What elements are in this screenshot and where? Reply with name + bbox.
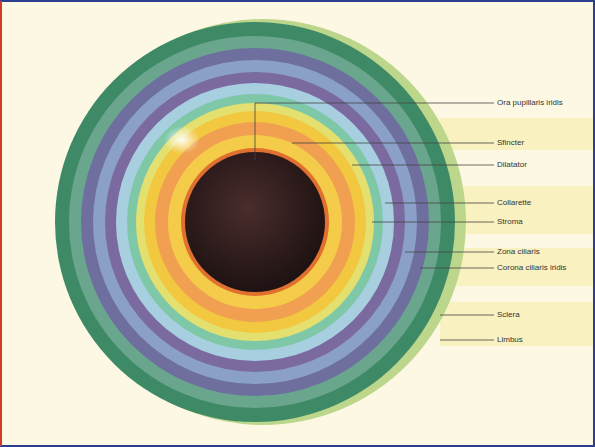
part-label: Stroma — [497, 217, 523, 227]
part-label: Corona ciliaris iridis — [497, 263, 566, 273]
part-label: Sfincter — [497, 138, 524, 148]
part-label: Zona ciliaris — [497, 247, 540, 257]
part-label: Ora pupillaris iridis — [497, 98, 563, 108]
part-label: Limbus — [497, 335, 523, 345]
part-label: Dilatator — [497, 160, 527, 170]
part-label: Sclera — [497, 310, 520, 320]
part-label: Collarette — [497, 198, 531, 208]
